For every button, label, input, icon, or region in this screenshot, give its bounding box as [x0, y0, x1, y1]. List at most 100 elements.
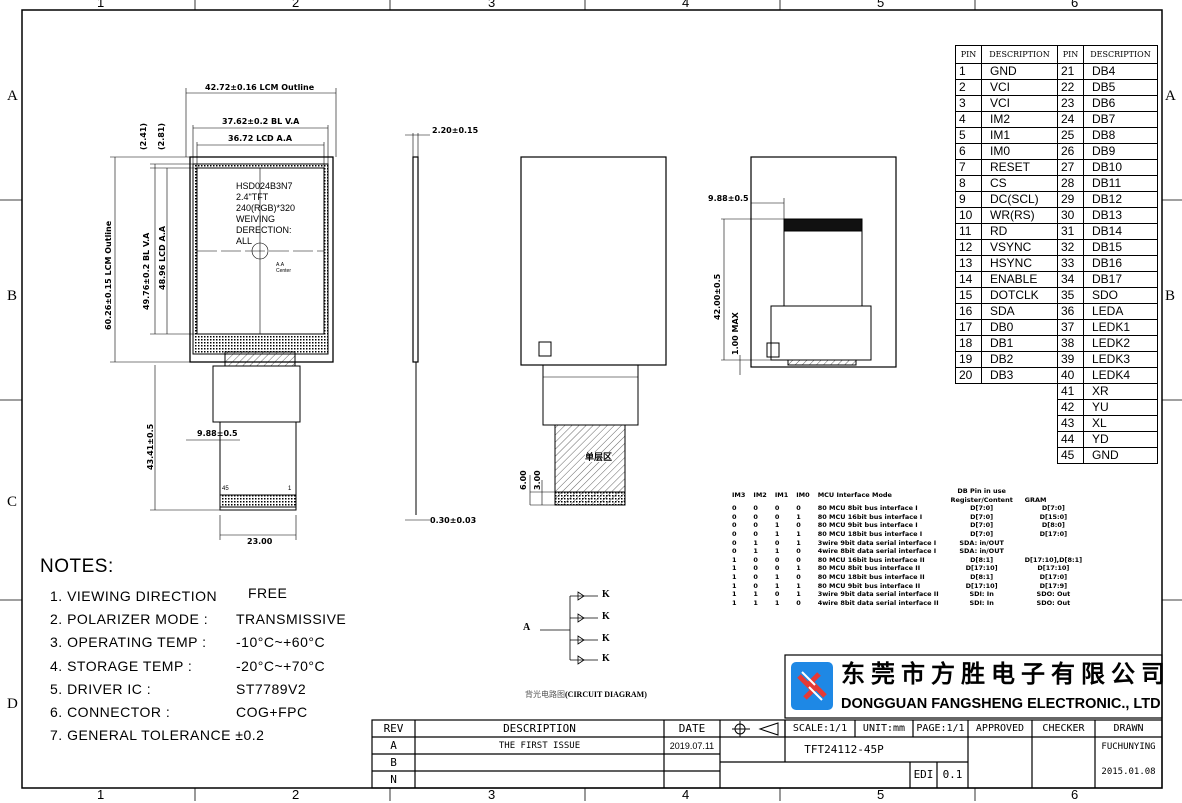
- dimension: (2.41): [139, 122, 148, 150]
- column-label: 2: [292, 0, 300, 10]
- register-pins: D[7:0]: [970, 521, 994, 530]
- pin-number: 6: [955, 143, 982, 160]
- pin-number: 21: [1057, 63, 1084, 80]
- pin-number: 34: [1057, 271, 1084, 288]
- company-name-cn: 东莞市方胜电子有限公司: [841, 659, 1171, 688]
- pin-number: 28: [1057, 175, 1084, 192]
- register-pins: D[7:0]: [970, 529, 994, 538]
- pin-number: 24: [1057, 111, 1084, 128]
- resolution-text: 240(RGB)*320: [236, 203, 296, 213]
- note-item: 4. STORAGE TEMP :: [50, 657, 193, 674]
- pin-description: WR(RS): [981, 207, 1058, 224]
- pin-description: DB7: [1083, 111, 1158, 128]
- pin-number: 2: [955, 79, 982, 96]
- pin-number: 42: [1057, 399, 1084, 416]
- pin-number: 23: [1057, 95, 1084, 112]
- mode: 4wire 8bit data serial interface I: [817, 547, 937, 556]
- rev-description: THE FIRST ISSUE: [498, 741, 581, 751]
- pin-description: DB1: [981, 335, 1058, 352]
- pin-description: DB4: [1083, 63, 1158, 80]
- pin-number: 33: [1057, 255, 1084, 272]
- mode: 80 MCU 9bit bus interface I: [817, 521, 918, 530]
- rev-letter: B: [390, 756, 397, 769]
- dimension: 23.00: [247, 537, 273, 546]
- circuit-caption: 背光电路图(CIRCUIT DIAGRAM): [525, 690, 647, 699]
- im3: 1: [732, 564, 737, 573]
- header: IM3: [732, 491, 746, 500]
- pin-number: 35: [1057, 287, 1084, 304]
- im3: 0: [732, 547, 737, 556]
- pin-number: 16: [955, 303, 982, 320]
- im2: 1: [753, 590, 758, 599]
- pin-number: 41: [1057, 383, 1084, 400]
- note-value: -10°C~+60°C: [236, 634, 326, 651]
- im1: 1: [774, 598, 780, 607]
- im3: 0: [732, 521, 737, 530]
- pin-description: DB3: [981, 367, 1058, 384]
- im3: 0: [732, 529, 737, 538]
- header-pin: PIN: [1057, 45, 1084, 64]
- pin-number: 30: [1057, 207, 1084, 224]
- scale: SCALE:1/1: [792, 723, 848, 734]
- gram-pins: D[17:9]: [1039, 581, 1068, 590]
- row-label: D: [7, 696, 18, 712]
- gram-pins: [1021, 539, 1086, 548]
- note-value: TRANSMISSIVE: [236, 611, 347, 628]
- pin-description: RESET: [981, 159, 1058, 176]
- im3: 1: [732, 572, 737, 581]
- pin-description: RD: [981, 223, 1058, 240]
- pin-number: 12: [955, 239, 982, 256]
- im2: 0: [753, 555, 758, 564]
- pin-description: LEDK2: [1083, 335, 1158, 352]
- register-pins: D[8:1]: [970, 555, 994, 564]
- im1: 1: [774, 581, 780, 590]
- row-label: A: [7, 88, 18, 104]
- pin-description: DB10: [1083, 159, 1158, 176]
- pin-description: LEDA: [1083, 303, 1158, 320]
- pin-description: XL: [1083, 415, 1158, 432]
- column-label: 3: [488, 0, 496, 10]
- im0: 1: [796, 590, 801, 599]
- pin-number: 20: [955, 367, 982, 384]
- pin-description: DB15: [1083, 239, 1158, 256]
- pin-number: 18: [955, 335, 982, 352]
- dimension: 37.62±0.2 BL V.A: [222, 117, 300, 126]
- pin-number: 8: [955, 175, 982, 192]
- pin-number: 13: [955, 255, 982, 272]
- dimension: 6.00: [519, 470, 528, 490]
- im0: 1: [796, 512, 801, 521]
- gram-pins: SDO: Out: [1036, 598, 1071, 607]
- dimension: 60.26±0.15 LCM Outline: [104, 220, 113, 330]
- header: GRAM: [1024, 495, 1047, 504]
- im2: 0: [753, 529, 758, 538]
- dimension: 49.76±0.2 BL V.A: [142, 232, 151, 310]
- im1: 1: [774, 547, 780, 556]
- pin-number: 26: [1057, 143, 1084, 160]
- row-label: A: [1165, 88, 1176, 104]
- header: DB Pin in use Register/Content: [950, 487, 1013, 504]
- all-text: ALL: [236, 236, 253, 246]
- mode: 3wire 9bit data serial interface I: [817, 538, 937, 547]
- pin-description: LEDK4: [1083, 367, 1158, 384]
- pin-description: DB16: [1083, 255, 1158, 272]
- pin-number: 39: [1057, 351, 1084, 368]
- im1: 0: [774, 538, 780, 547]
- im3: 0: [732, 538, 737, 547]
- pin-number: 14: [955, 271, 982, 288]
- model-text: HSD024B3N7: [236, 181, 293, 191]
